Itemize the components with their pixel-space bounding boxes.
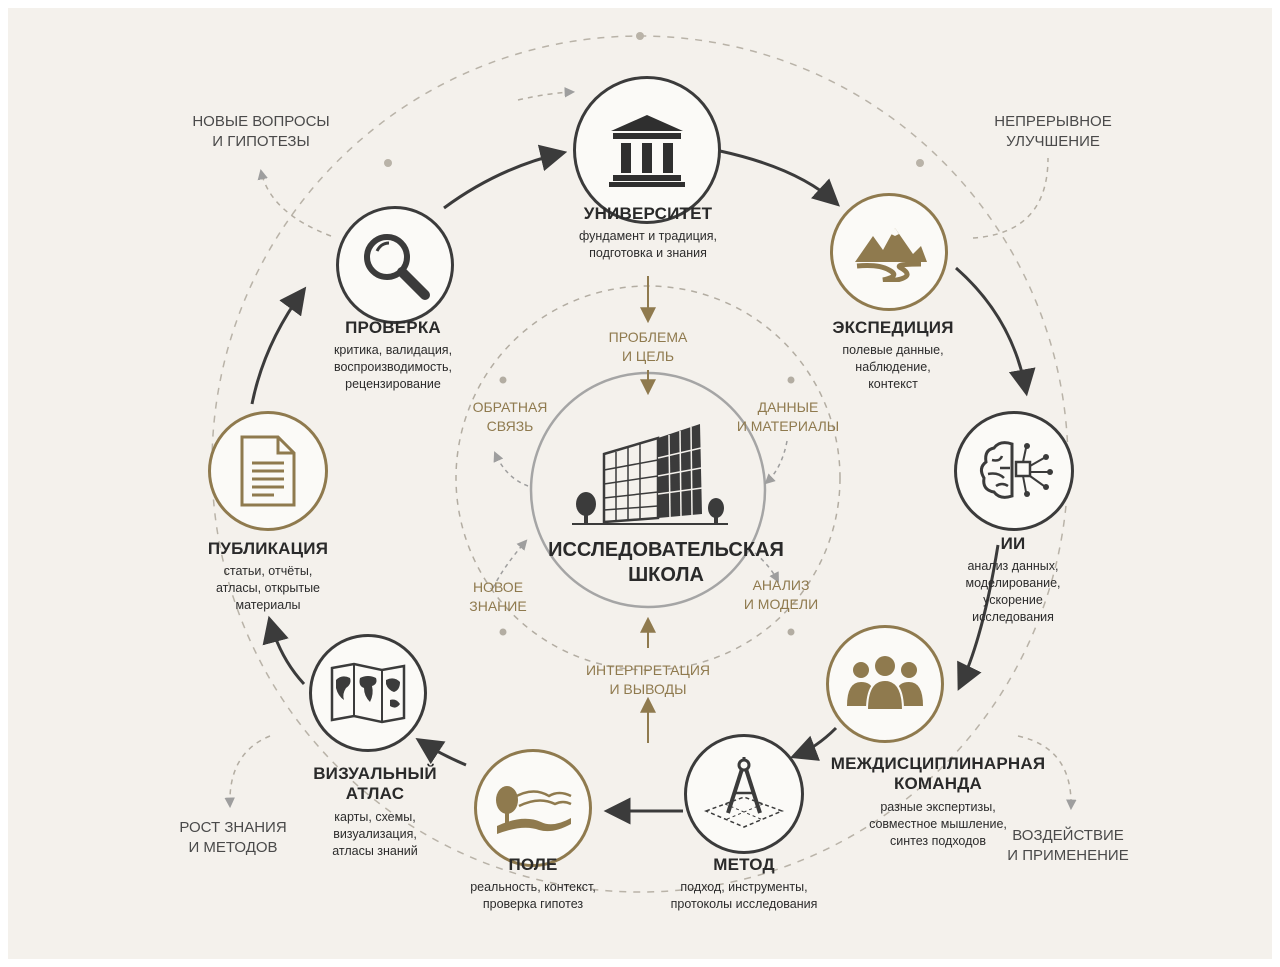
inner-label-analysis: АНАЛИЗ И МОДЕЛИ [743, 577, 819, 612]
arrow-atlas-publication [262, 615, 306, 686]
people-group-icon [845, 656, 925, 712]
field-label: ПОЛЕ реальность, контекст, проверка гипо… [438, 855, 628, 913]
arrow-ai-team [957, 544, 1000, 691]
atlas-node [309, 634, 427, 752]
diagram-canvas: УНИВЕРСИТЕТ фундамент и традиция, подгот… [8, 8, 1272, 959]
ai-desc: анализ данных, моделирование, ускорение … [965, 559, 1061, 625]
outer-label-growth: РОСТ ЗНАНИЯ И МЕТОДОВ [179, 819, 287, 856]
field-node [474, 749, 592, 867]
inner-label-new-knowledge: НОВОЕ ЗНАНИЕ [469, 579, 527, 614]
review-desc: критика, валидация, воспроизводимость, р… [333, 343, 453, 392]
expedition-node [830, 193, 948, 311]
publication-desc: статьи, отчёты, атласы, открытые материа… [215, 564, 321, 613]
mountains-river-icon [849, 222, 929, 282]
outer-label-improvement: НЕПРЕРЫВНОЕ УЛУЧШЕНИЕ [994, 113, 1112, 150]
expedition-title: ЭКСПЕДИЦИЯ [832, 318, 954, 337]
brain-circuit-icon [974, 438, 1054, 504]
outer-label-impact: ВОЗДЕЙСТВИЕ И ПРИМЕНЕНИЕ [1007, 827, 1129, 864]
arrow-university-expedition [719, 149, 840, 207]
atlas-title: ВИЗУАЛЬНЫЙ АТЛАС [313, 764, 437, 804]
university-desc: фундамент и традиция, подготовка и знани… [579, 229, 717, 261]
review-title: ПРОВЕРКА [345, 318, 441, 337]
field-desc: реальность, контекст, проверка гипотез [470, 880, 596, 912]
field-title: ПОЛЕ [508, 855, 558, 874]
team-node [826, 625, 944, 743]
university-title: УНИВЕРСИТЕТ [583, 204, 713, 223]
magnifier-icon [359, 229, 431, 301]
document-icon [238, 435, 298, 507]
folded-map-icon [330, 662, 406, 724]
expedition-label: ЭКСПЕДИЦИЯ полевые данные, наблюдение, к… [798, 318, 988, 393]
expedition-desc: полевые данные, наблюдение, контекст [842, 343, 944, 392]
inner-label-interpretation: ИНТЕРПРЕТАЦИЯ И ВЫВОДЫ [585, 662, 711, 697]
arrow-field-atlas [415, 738, 467, 767]
arrow-publication-review [250, 286, 307, 405]
inner-label-data: ДАННЫЕ И МАТЕРИАЛЫ [736, 399, 840, 434]
review-node [336, 206, 454, 324]
ai-node [954, 411, 1074, 531]
method-node [684, 734, 804, 854]
outer-label-new-questions: НОВЫЕ ВОПРОСЫ И ГИПОТЕЗЫ [192, 113, 330, 150]
review-label: ПРОВЕРКА критика, валидация, воспроизвод… [298, 318, 488, 393]
ai-title: ИИ [1000, 534, 1026, 553]
method-title: МЕТОД [713, 855, 775, 874]
landscape-tree-icon [493, 778, 573, 838]
connector-layer [211, 32, 1077, 893]
compass-icon [704, 757, 784, 831]
university-label: УНИВЕРСИТЕТ фундамент и традиция, подгот… [528, 204, 768, 262]
arrow-team-method [789, 726, 838, 761]
inner-label-problem: ПРОБЛЕМА И ЦЕЛЬ [608, 329, 688, 364]
columns-building-icon [607, 113, 687, 187]
center-title: ИССЛЕДОВАТЕЛЬСКАЯ ШКОЛА [548, 539, 784, 586]
publication-node [208, 411, 328, 531]
ai-label: ИИ анализ данных, моделирование, ускорен… [928, 534, 1098, 626]
team-desc: разные экспертизы, совместное мышление, … [869, 799, 1007, 848]
arrow-expedition-ai [955, 266, 1036, 397]
publication-label: ПУБЛИКАЦИЯ статьи, отчёты, атласы, откры… [188, 539, 348, 614]
method-desc: подход, инструменты, протоколы исследова… [670, 880, 818, 912]
inner-label-feedback: ОБРАТНАЯ СВЯЗЬ [472, 399, 548, 434]
arrow-review-university [443, 144, 568, 210]
university-node [573, 76, 721, 224]
method-label: МЕТОД подход, инструменты, протоколы исс… [644, 855, 844, 913]
atlas-desc: карты, схемы, визуализация, атласы знани… [332, 809, 418, 858]
publication-title: ПУБЛИКАЦИЯ [207, 539, 329, 558]
research-school-building-icon [570, 418, 730, 528]
team-title: МЕЖДИСЦИПЛИНАРНАЯ КОМАНДА [830, 754, 1046, 794]
atlas-label: ВИЗУАЛЬНЫЙ АТЛАС карты, схемы, визуализа… [300, 764, 450, 859]
team-label: МЕЖДИСЦИПЛИНАРНАЯ КОМАНДА разные эксперт… [828, 754, 1048, 849]
